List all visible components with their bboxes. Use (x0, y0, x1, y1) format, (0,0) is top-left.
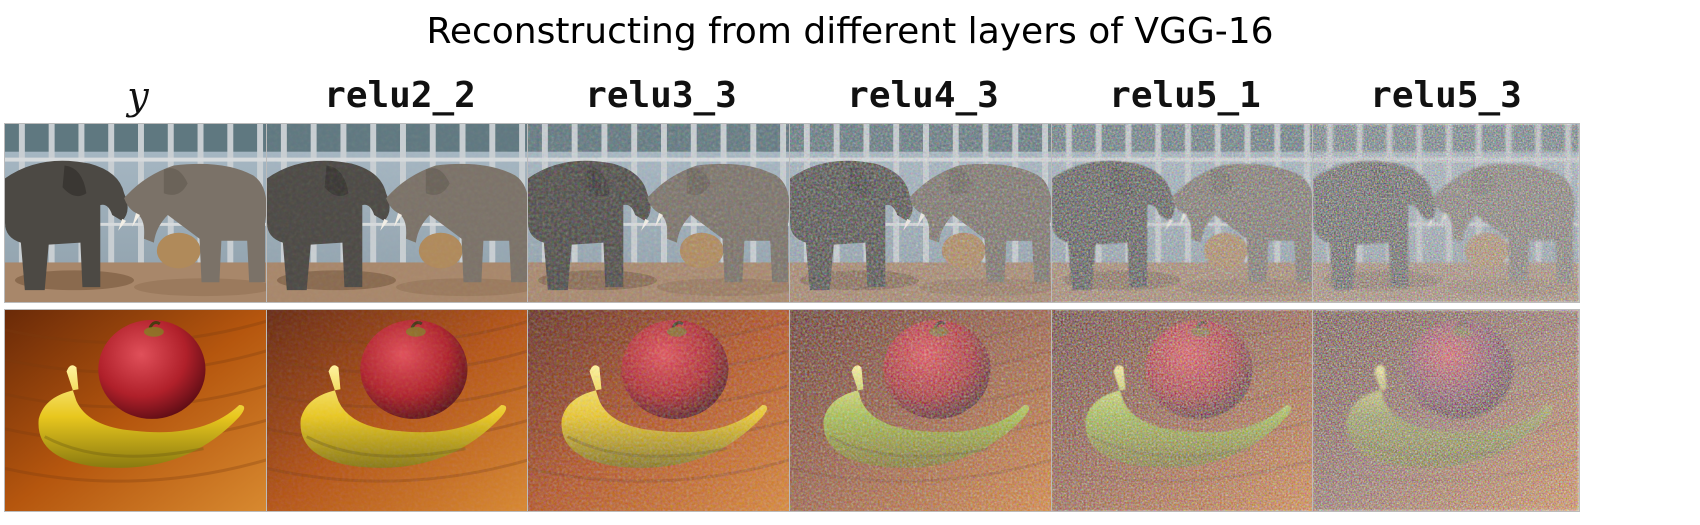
figure-title: Reconstructing from different layers of … (426, 11, 1274, 52)
fruit-image-y (4, 309, 272, 512)
column-label-relu2-2: relu2_2 (324, 75, 476, 116)
column-label-relu3-3: relu3_3 (585, 75, 737, 116)
column-label-y: y (127, 74, 149, 118)
elephant-image-relu5-1 (1051, 123, 1319, 303)
elephant-image-relu2-2 (266, 123, 534, 303)
fruit-image-relu5-1 (1051, 309, 1319, 512)
elephant-image-relu4-3 (789, 123, 1057, 303)
elephant-image-y (4, 123, 272, 303)
elephant-image-relu5-3 (1312, 123, 1580, 303)
elephant-image-relu3-3 (527, 123, 795, 303)
fruit-image-relu2-2 (266, 309, 534, 512)
fruit-image-relu3-3 (527, 309, 795, 512)
fruit-image-relu4-3 (789, 309, 1057, 512)
column-label-relu5-3: relu5_3 (1370, 75, 1522, 116)
column-label-relu4-3: relu4_3 (847, 75, 999, 116)
column-label-relu5-1: relu5_1 (1109, 75, 1261, 116)
fruit-image-relu5-3 (1312, 309, 1580, 512)
